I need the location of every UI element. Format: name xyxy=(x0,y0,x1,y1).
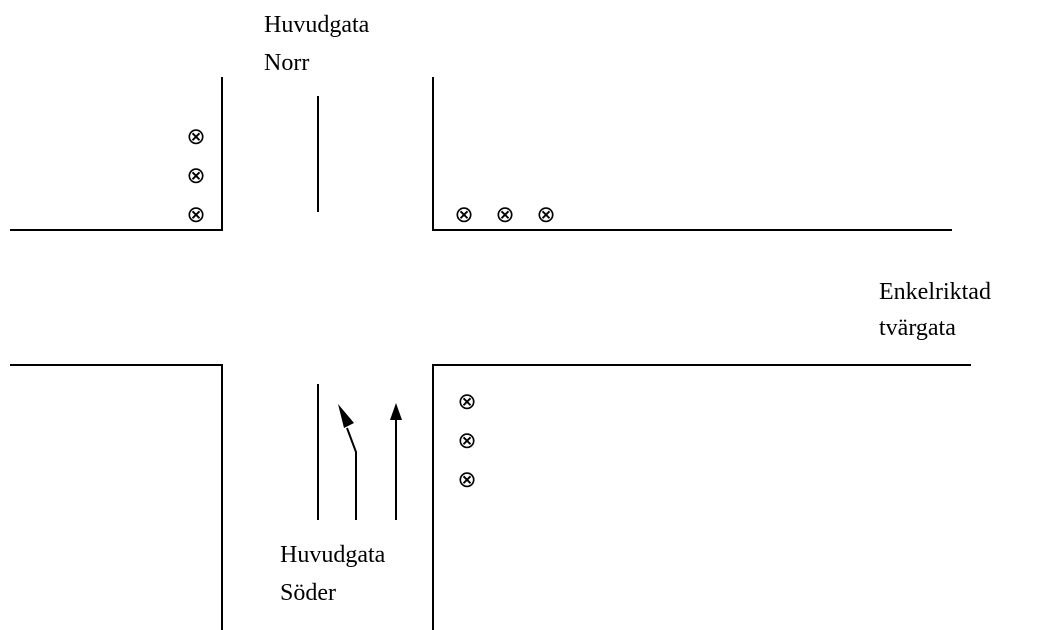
curb-south-west xyxy=(10,364,223,630)
left-lane-arrow-head xyxy=(338,404,354,428)
label-south-street: Huvudgata Söder xyxy=(280,542,386,606)
label-line: Enkelriktad xyxy=(879,279,991,305)
right-lane-arrow-head xyxy=(390,403,402,420)
signals-south-east: ⊗ ⊗ ⊗ xyxy=(457,389,476,493)
label-north-street: Huvudgata Norr xyxy=(264,12,370,76)
signals-north-west: ⊗ ⊗ ⊗ xyxy=(186,124,205,228)
signal-icon: ⊗ xyxy=(457,428,476,454)
label-cross-street: Enkelriktad tvärgata xyxy=(879,279,991,341)
label-line: Söder xyxy=(280,580,336,606)
signal-icon: ⊗ xyxy=(457,389,476,415)
left-lane-arrow-shaft xyxy=(346,427,357,520)
label-line: Huvudgata xyxy=(264,12,370,38)
signal-icon: ⊗ xyxy=(186,202,205,228)
curbs xyxy=(10,77,971,630)
signals-north-east: ⊗ ⊗ ⊗ xyxy=(454,202,555,228)
label-line: Huvudgata xyxy=(280,542,386,568)
signal-icon: ⊗ xyxy=(186,124,205,150)
label-line: Norr xyxy=(264,50,309,76)
signal-icon: ⊗ xyxy=(454,202,473,228)
signal-icon: ⊗ xyxy=(495,202,514,228)
curb-south-east xyxy=(432,364,971,630)
curb-north-east xyxy=(432,77,952,231)
curb-north-west xyxy=(10,77,223,231)
signal-icon: ⊗ xyxy=(536,202,555,228)
label-line: tvärgata xyxy=(879,315,956,341)
signal-icon: ⊗ xyxy=(186,163,205,189)
signal-icon: ⊗ xyxy=(457,467,476,493)
lane-arrows xyxy=(338,403,402,520)
